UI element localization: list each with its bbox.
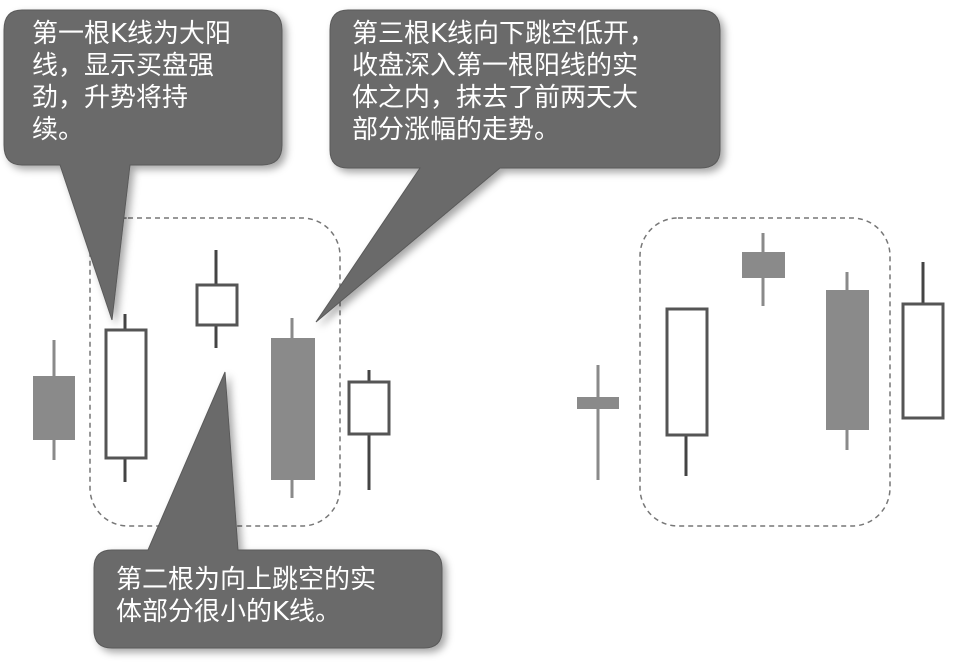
callout-line: 部分涨幅的走势。 <box>352 115 561 145</box>
candle-right-1-doji <box>577 365 619 480</box>
callout-line: 第三根K线向下跳空低开， <box>352 19 656 49</box>
candle-right-5-bullish <box>901 262 945 420</box>
candle-left-1 <box>33 340 75 460</box>
callout-second-candle <box>93 371 443 649</box>
callout-line: 第二根为向上跳空的实 <box>116 565 377 595</box>
candle-left-5 <box>347 370 391 490</box>
callout-third-candle-text: 第三根K线向下跳空低开， 收盘深入第一根阳线的实 体之内，抹去了前两天大 部分涨… <box>352 18 702 146</box>
callout-line: 体之内，抹去了前两天大 <box>352 83 639 113</box>
callout-second-candle-text: 第二根为向上跳空的实 体部分很小的K线。 <box>116 564 446 628</box>
candle-left-2-big-bullish <box>104 314 148 482</box>
candle-right-2-big-bullish <box>665 307 709 476</box>
callout-line: 第一根K线为大阳 <box>32 19 232 49</box>
candle-left-4-bearish-gap-down <box>271 318 315 498</box>
candle-left-3-gap-up-small-body <box>195 250 239 348</box>
callout-first-candle <box>3 9 283 321</box>
candle-right-3-gap-up-small-body <box>742 233 785 306</box>
right-pattern-highlight-box <box>639 217 891 527</box>
callout-line: 收盘深入第一根阳线的实 <box>352 51 639 81</box>
callout-line: 续。 <box>32 115 85 145</box>
callout-line: 劲，升势将持 <box>32 83 189 113</box>
callout-first-candle-text: 第一根K线为大阳 线，显示买盘强 劲，升势将持 续。 <box>32 18 272 146</box>
candle-right-4-bearish-gap-down <box>826 272 869 450</box>
right-candlestick-group <box>577 217 945 527</box>
callout-line: 线，显示买盘强 <box>32 51 215 81</box>
callout-line: 体部分很小的K线。 <box>116 597 342 627</box>
callout-third-candle <box>315 9 721 323</box>
